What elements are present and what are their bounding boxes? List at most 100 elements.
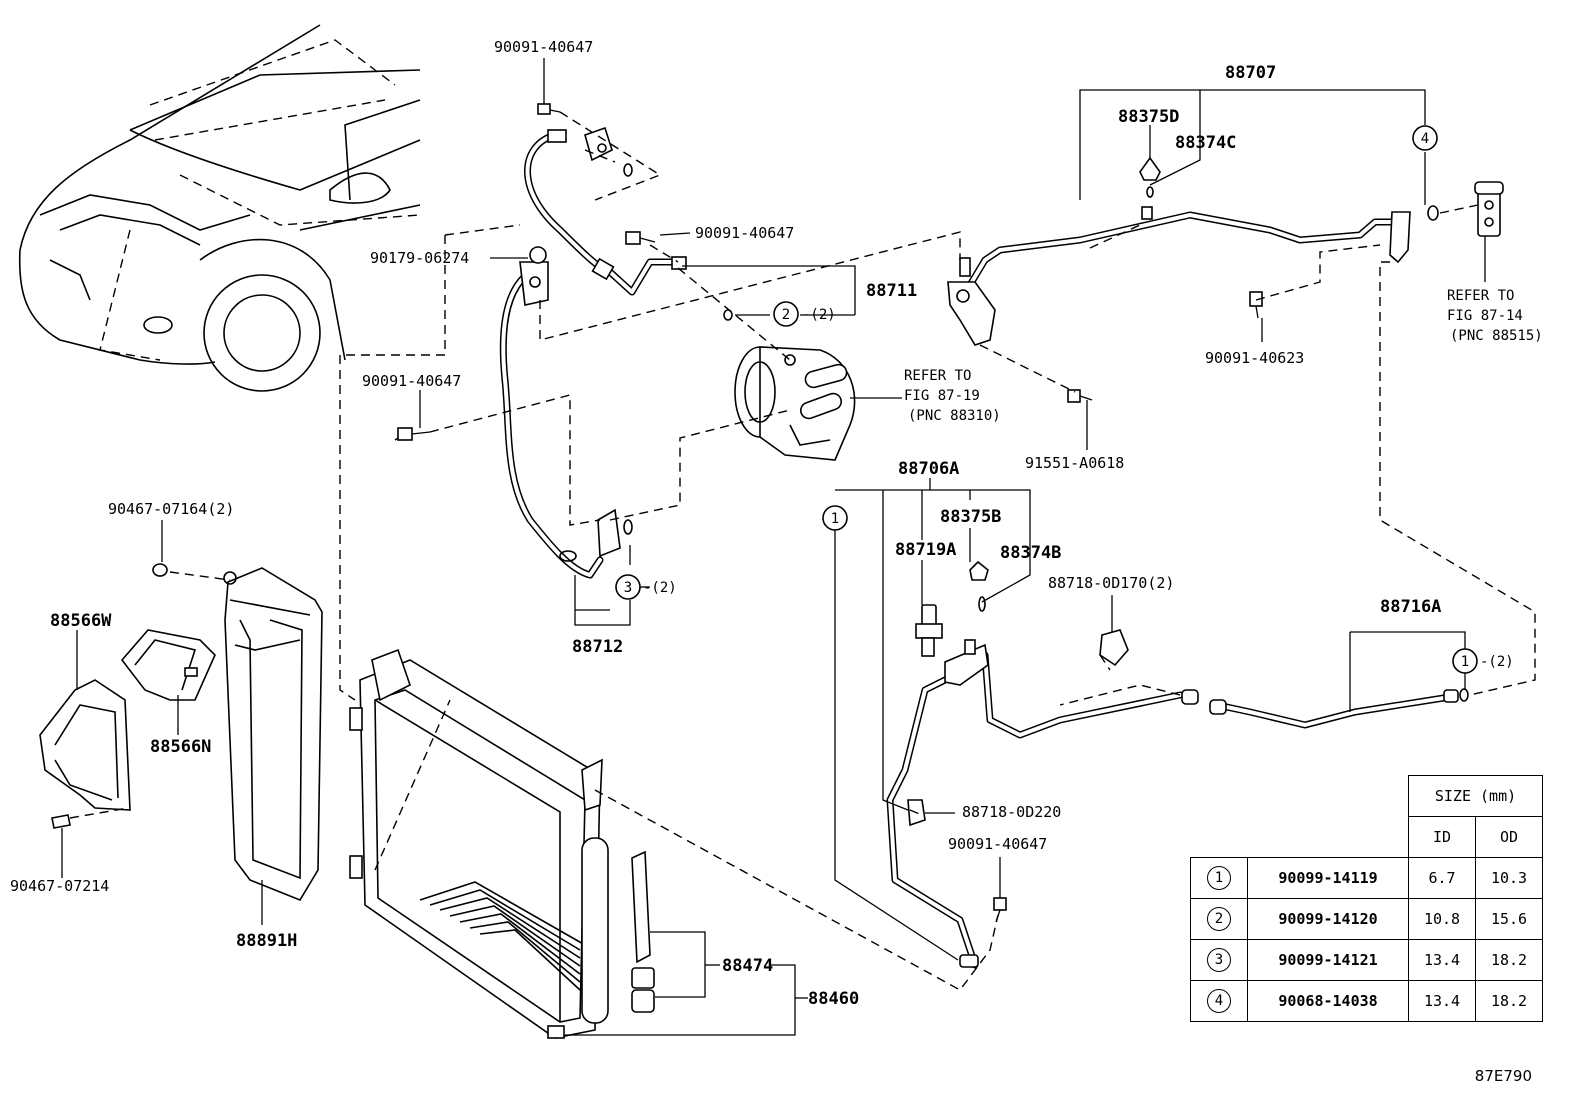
label-90467-07164: 90467-07164(2) (108, 500, 234, 518)
size-table: SIZE (mm) ID OD 1 90099-14119 6.7 10.3 2… (1190, 775, 1543, 1022)
label-88374C: 88374C (1175, 133, 1236, 153)
ref-expansion-valve: REFER TO FIG 87-14 (PNC 88515) (1447, 288, 1543, 344)
svg-text:REFER TO: REFER TO (1447, 288, 1514, 304)
duct-88566W[interactable] (39, 679, 131, 811)
o-ring (723, 309, 733, 321)
label-88718-0D170: 88718-0D170(2) (1048, 574, 1174, 592)
row-part-number: 90099-14119 (1247, 857, 1409, 899)
seal-88891H[interactable] (223, 567, 323, 901)
row-id: 13.4 (1408, 980, 1476, 1022)
row-part-number: 90099-14121 (1247, 939, 1409, 981)
callout-4: 4 (1412, 125, 1438, 151)
label-88716A: 88716A (1380, 597, 1441, 617)
bolt-90091-40647-b[interactable] (625, 231, 656, 245)
vehicle-outline (18, 24, 421, 392)
pressure-switch[interactable] (915, 604, 943, 657)
row-number: 4 (1207, 989, 1231, 1013)
label-88891H: 88891H (236, 931, 297, 951)
callout-1a: 1 (822, 505, 848, 531)
leader-lines (61, 58, 1486, 1036)
size-table-title: SIZE (mm) (1408, 775, 1543, 817)
clip-90467-07214[interactable] (51, 814, 71, 829)
part-labels: 88707 88375D 88374C 90091-40647 90091-40… (10, 38, 1441, 1009)
callout-3: 3 -(2) (615, 574, 677, 600)
clip-90467-07164[interactable] (152, 563, 168, 577)
liquid-tube-88706A[interactable] (886, 639, 1199, 969)
row-od: 15.6 (1475, 898, 1543, 940)
label-88566W: 88566W (50, 611, 112, 631)
label-88719A: 88719A (895, 540, 956, 560)
svg-text:3: 3 (624, 580, 632, 596)
phantom-lines (69, 111, 1536, 991)
bolt-90091-40623[interactable] (1249, 291, 1263, 319)
row-od: 18.2 (1475, 980, 1543, 1022)
label-88566N: 88566N (150, 737, 211, 757)
table-row: 4 90068-14038 13.4 18.2 (1190, 980, 1543, 1022)
bolt-90091-40647-d[interactable] (993, 897, 1007, 923)
callout-1b: 1 -(2) (1452, 648, 1514, 674)
label-90091-40623: 90091-40623 (1205, 349, 1304, 367)
suction-hose-88712[interactable] (499, 261, 633, 579)
svg-text:2: 2 (782, 307, 790, 323)
svg-text:(PNC 88515): (PNC 88515) (1450, 328, 1543, 344)
row-id: 6.7 (1408, 857, 1476, 899)
row-od: 18.2 (1475, 939, 1543, 981)
label-90091-40647: 90091-40647 (494, 38, 593, 56)
tube-88716A[interactable] (1209, 688, 1469, 729)
label-88374B: 88374B (1000, 543, 1061, 563)
label-90091-40647: 90091-40647 (695, 224, 794, 242)
svg-text:-(2): -(2) (802, 307, 836, 323)
bolt-90091-40647-c[interactable] (397, 427, 431, 441)
table-row: 2 90099-14120 10.8 15.6 (1190, 898, 1543, 940)
label-90091-40647: 90091-40647 (362, 372, 461, 390)
label-90179-06274: 90179-06274 (370, 249, 469, 267)
svg-text:FIG 87-19: FIG 87-19 (904, 388, 980, 404)
clamp-88718[interactable] (907, 629, 1129, 827)
callout-2: 2 -(2) (773, 301, 836, 327)
label-88711: 88711 (866, 281, 917, 301)
expansion-valve[interactable] (1474, 181, 1504, 237)
bolt-90091-40647-a[interactable] (537, 103, 561, 115)
svg-text:REFER TO: REFER TO (904, 368, 971, 384)
row-number: 2 (1207, 907, 1231, 931)
label-88375D: 88375D (1118, 107, 1179, 127)
label-90467-07214: 90467-07214 (10, 877, 109, 895)
label-88718-0D220: 88718-0D220 (962, 803, 1061, 821)
condenser-88460[interactable] (349, 648, 609, 1039)
row-id: 13.4 (1408, 939, 1476, 981)
label-88707: 88707 (1225, 63, 1276, 83)
row-number: 1 (1207, 866, 1231, 890)
row-id: 10.8 (1408, 898, 1476, 940)
label-91551-A0618: 91551-A0618 (1025, 454, 1124, 472)
size-col-id: ID (1408, 816, 1476, 858)
desiccant-88474[interactable] (631, 850, 655, 1013)
label-88460: 88460 (808, 989, 859, 1009)
ref-compressor: REFER TO FIG 87-19 (PNC 88310) (904, 368, 1001, 424)
table-row: 1 90099-14119 6.7 10.3 (1190, 857, 1543, 899)
row-number: 3 (1207, 948, 1231, 972)
size-col-od: OD (1475, 816, 1543, 858)
svg-text:-(2): -(2) (1480, 654, 1514, 670)
bolt-91551-A0618[interactable] (1067, 389, 1093, 403)
label-90091-40647: 90091-40647 (948, 835, 1047, 853)
svg-text:FIG 87-14: FIG 87-14 (1447, 308, 1523, 324)
table-row: 3 90099-14121 13.4 18.2 (1190, 939, 1543, 981)
liquid-tube-88707[interactable] (947, 156, 1439, 346)
o-ring (623, 163, 633, 177)
svg-text:4: 4 (1421, 131, 1429, 147)
row-od: 10.3 (1475, 857, 1543, 899)
svg-text:-(2): -(2) (643, 580, 677, 596)
label-88706A: 88706A (898, 459, 959, 479)
figure-code: 87E790 (1474, 1067, 1532, 1085)
duct-88566N[interactable] (120, 629, 216, 701)
label-88712: 88712 (572, 637, 623, 657)
svg-text:1: 1 (1461, 654, 1469, 670)
valve-cap-88375B[interactable] (969, 560, 989, 612)
nut-90179-06274[interactable] (529, 246, 547, 264)
row-part-number: 90068-14038 (1247, 980, 1409, 1022)
discharge-hose-88711[interactable] (524, 126, 687, 296)
compressor[interactable] (734, 346, 856, 461)
label-88474: 88474 (722, 956, 773, 976)
svg-text:1: 1 (831, 511, 839, 527)
label-88375B: 88375B (940, 507, 1001, 527)
